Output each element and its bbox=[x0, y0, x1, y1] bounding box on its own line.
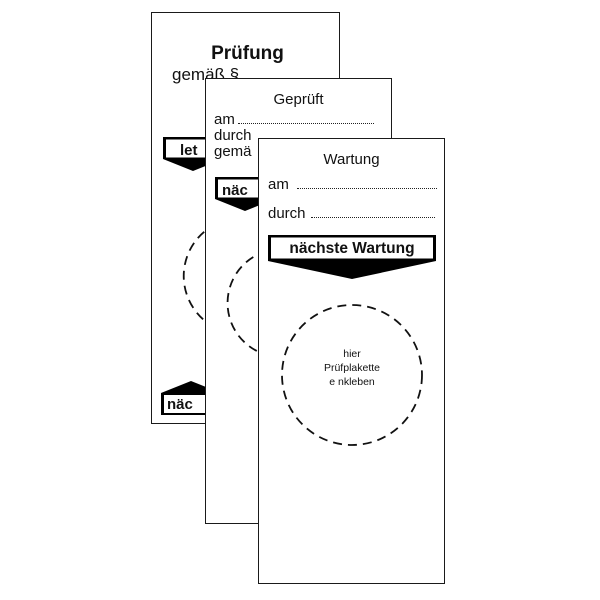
tag-back-title: Prüfung bbox=[211, 43, 284, 64]
tag-middle-by-row: durch bbox=[214, 128, 252, 144]
tag-middle-per-row: gemä bbox=[214, 144, 252, 160]
tag-middle-date-label: am bbox=[214, 111, 235, 128]
tag-front-date-dots bbox=[296, 177, 437, 189]
tag-middle-title: Geprüft bbox=[273, 91, 324, 108]
tag-front-by-row: durch bbox=[268, 206, 435, 222]
tag-front-sticker-text: hier Prüfplakette e nkleben bbox=[280, 347, 424, 389]
tag-back-top-banner-text: let bbox=[180, 142, 198, 159]
sticker-line-2: Prüfplakette bbox=[323, 362, 381, 374]
tag-middle-date-dots bbox=[237, 112, 374, 124]
maintenance-tag-front: Wartung am durch nächste Wartung hier Pr… bbox=[258, 138, 445, 584]
tag-middle-sticker-circle bbox=[226, 250, 268, 356]
tag-back-bottom-banner-text: näc bbox=[167, 396, 193, 413]
tag-front-by-label: durch bbox=[268, 205, 306, 222]
tag-front-banner-text: nächste Wartung bbox=[289, 240, 415, 257]
tag-middle-banner-text: näc bbox=[222, 182, 248, 199]
sticker-line-1: hier bbox=[343, 348, 361, 360]
tag-front-banner bbox=[268, 235, 436, 279]
tag-front-sticker-circle bbox=[281, 304, 423, 446]
tag-middle-by-label: durch bbox=[214, 127, 252, 144]
tag-front-date-label: am bbox=[268, 176, 289, 193]
tag-middle-per-label: gemä bbox=[214, 143, 252, 160]
sticker-line-3: e nkleben bbox=[329, 376, 375, 388]
tag-front-title: Wartung bbox=[323, 151, 380, 168]
tag-front-date-row: am bbox=[268, 177, 437, 193]
tag-front-by-dots bbox=[310, 206, 435, 218]
tag-middle-date-row: am bbox=[214, 112, 374, 128]
